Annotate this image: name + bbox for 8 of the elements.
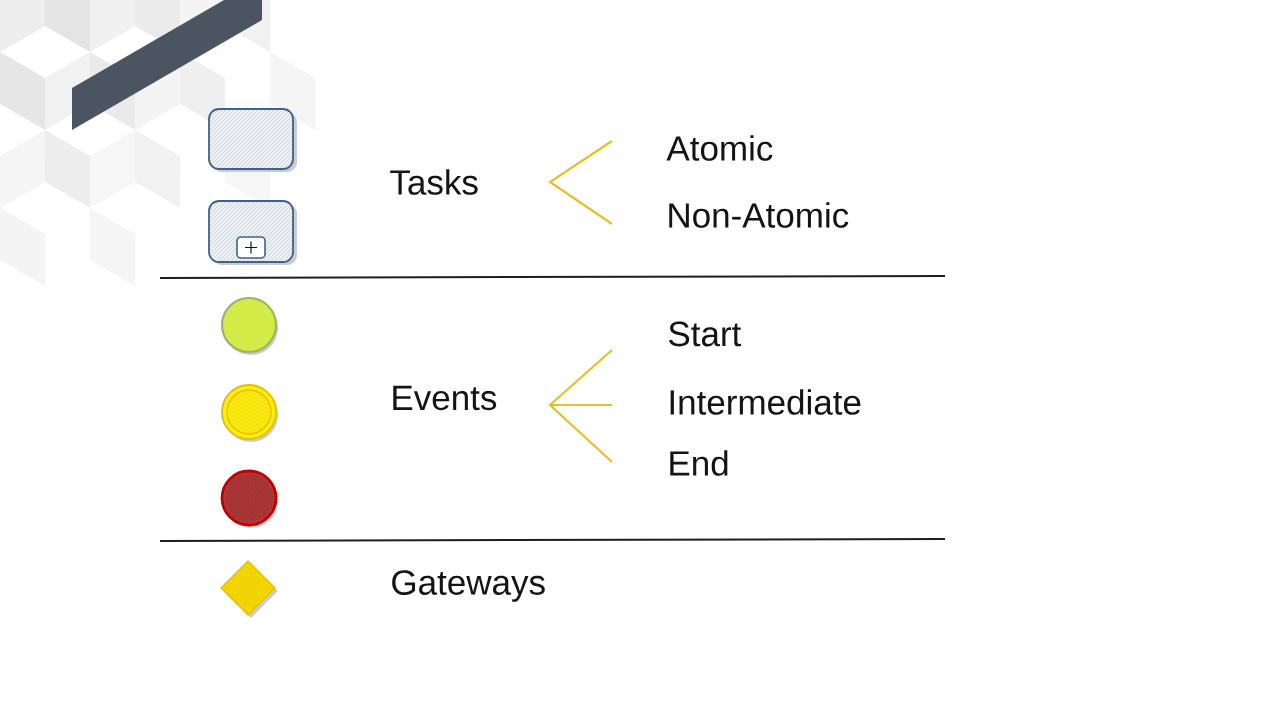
type-label: Atomic (666, 135, 773, 161)
category-label: Events (393, 385, 497, 411)
type-label: End (670, 450, 728, 476)
type-label: Start (669, 321, 742, 347)
category-label: Gateways (392, 570, 545, 602)
type-label: Non-Atomic (669, 202, 849, 228)
type-label: Intermediate (670, 389, 861, 415)
category-label: Tasks (390, 169, 478, 195)
